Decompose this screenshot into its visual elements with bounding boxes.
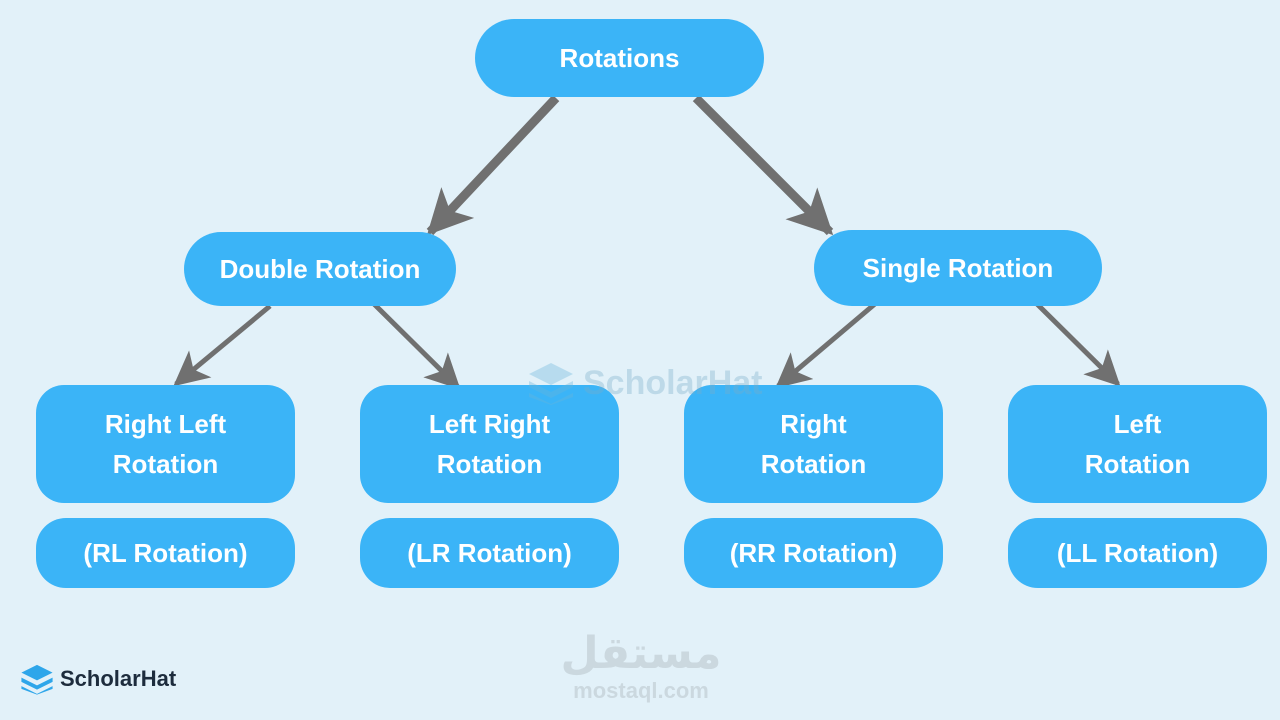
logo-text: ScholarHat <box>60 666 177 691</box>
node-right-left-rotation: Right Left Rotation <box>36 385 295 503</box>
badge-lr-rotation: (LR Rotation) <box>360 518 619 588</box>
node-right-line-2: Rotation <box>760 449 867 479</box>
node-left-right-rotation: Left Right Rotation <box>360 385 619 503</box>
arrow-single-to-rr <box>775 301 878 389</box>
node-double-rotation-label: Double Rotation <box>219 254 421 284</box>
arrow-double-to-lr <box>371 301 461 390</box>
mostaql-watermark: مستقل mostaql.com <box>556 630 726 704</box>
mostaql-arabic-text: مستقل <box>560 628 722 679</box>
badge-ll-rotation-label: (LL Rotation) <box>1056 538 1219 568</box>
node-left-line-1: Left <box>1113 409 1162 439</box>
node-right-rotation: Right Rotation <box>684 385 943 503</box>
arrow-single-to-ll <box>1031 298 1121 387</box>
arrow-root-to-single <box>692 94 834 236</box>
node-right-left-line-1: Right Left <box>104 409 227 439</box>
arrow-root-to-double <box>426 94 560 236</box>
node-double-rotation: Double Rotation <box>184 232 456 306</box>
node-left-right-line-1: Left Right <box>428 409 551 439</box>
badge-rr-rotation: (RR Rotation) <box>684 518 943 588</box>
node-single-rotation: Single Rotation <box>814 230 1102 306</box>
badge-rl-rotation-label: (RL Rotation) <box>83 538 248 568</box>
badge-lr-rotation-label: (LR Rotation) <box>407 538 572 568</box>
mostaql-latin-text: mostaql.com <box>573 678 709 703</box>
arrow-double-to-rl <box>173 304 272 387</box>
scholarhat-logo: ScholarHat <box>20 662 176 696</box>
node-rotations-label: Rotations <box>559 43 680 73</box>
node-single-rotation-label: Single Rotation <box>862 253 1054 283</box>
node-left-right-line-2: Rotation <box>436 449 543 479</box>
node-right-left-line-2: Rotation <box>112 449 219 479</box>
node-rotations: Rotations <box>475 19 764 97</box>
node-right-line-1: Right <box>780 409 847 439</box>
badge-ll-rotation: (LL Rotation) <box>1008 518 1267 588</box>
node-left-rotation: Left Rotation <box>1008 385 1267 503</box>
badge-rr-rotation-label: (RR Rotation) <box>729 538 898 568</box>
node-left-line-2: Rotation <box>1084 449 1191 479</box>
badge-rl-rotation: (RL Rotation) <box>36 518 295 588</box>
stack-layers-icon <box>21 664 53 695</box>
